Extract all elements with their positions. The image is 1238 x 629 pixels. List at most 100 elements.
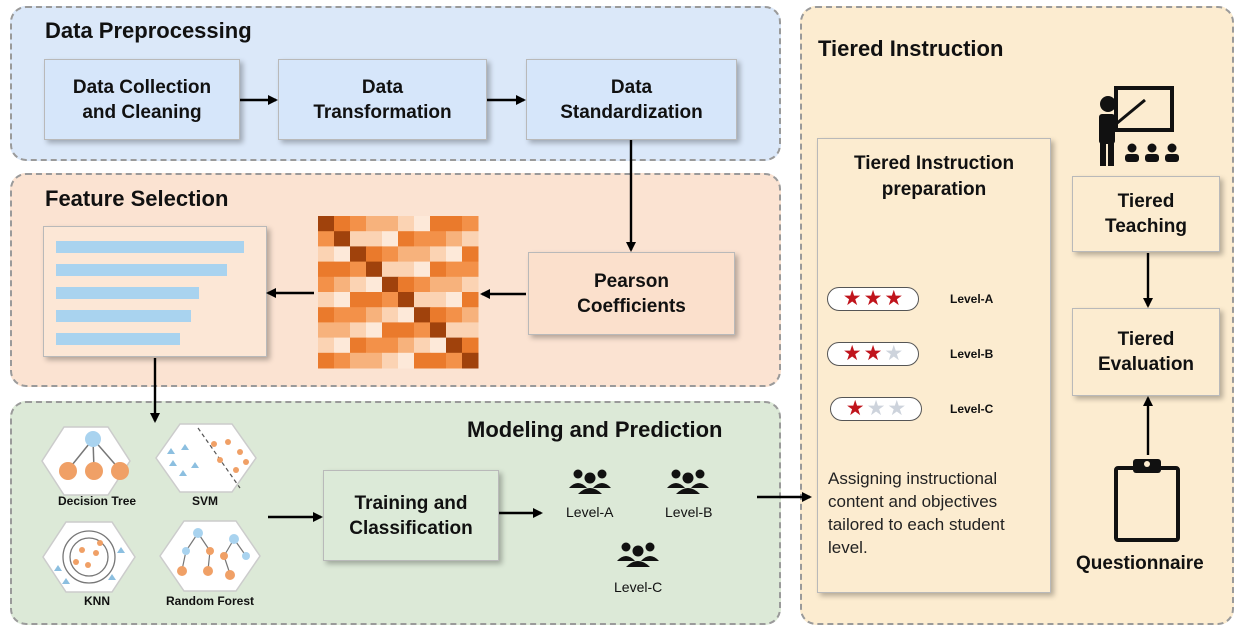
heatmap-cell <box>446 307 463 323</box>
data-collection-box: Data Collection and Cleaning <box>44 59 240 140</box>
heatmap-cell <box>430 276 447 293</box>
heatmap-cell <box>366 352 383 369</box>
heatmap-cell <box>350 322 367 339</box>
heatmap-cell <box>334 246 351 263</box>
heatmap-cell <box>366 276 383 293</box>
heatmap-cell <box>414 246 431 263</box>
heatmap-cell <box>382 337 399 354</box>
heatmap-cell <box>446 246 463 263</box>
teacher-board-icon <box>1099 86 1179 166</box>
heatmap-cell <box>414 352 431 369</box>
feature-selection-title: Feature Selection <box>45 186 229 211</box>
heatmap-cell <box>382 231 399 247</box>
heatmap-cell <box>318 276 335 293</box>
level-a-stars: ★★★ <box>827 287 919 311</box>
decision-tree-icon <box>41 426 131 496</box>
people-group-icon <box>569 469 611 494</box>
tiered-teaching-box: Tiered Teaching <box>1072 176 1220 252</box>
questionnaire-label: Questionnaire <box>1076 553 1204 574</box>
star-icon: ★ <box>842 287 862 310</box>
star-icon: ★ <box>884 287 904 310</box>
heatmap-cell <box>334 352 351 369</box>
feature-bar <box>56 264 227 276</box>
decision-tree-label: Decision Tree <box>58 494 137 508</box>
heatmap-cell <box>366 216 383 232</box>
heatmap-cell <box>398 216 415 232</box>
star-icon: ★ <box>863 342 883 365</box>
heatmap-cell <box>430 352 447 369</box>
heatmap-cell <box>382 307 399 323</box>
heatmap-cell <box>398 261 415 278</box>
heatmap-cell <box>334 292 351 308</box>
data-preprocessing-title: Data Preprocessing <box>45 18 252 43</box>
heatmap-cell <box>414 292 431 308</box>
heatmap-cell <box>350 307 367 323</box>
heatmap-cell <box>414 337 431 354</box>
heatmap-cell <box>350 352 367 369</box>
svm-label: SVM <box>192 494 219 508</box>
heatmap-cell <box>414 216 431 232</box>
heatmap-cell <box>382 352 399 369</box>
heatmap-cell <box>398 337 415 354</box>
heatmap-cell <box>318 292 335 308</box>
heatmap-cell <box>318 231 335 247</box>
star-icon: ★ <box>884 342 904 365</box>
heatmap-cell <box>334 337 351 354</box>
heatmap-cell <box>382 276 399 293</box>
random-forest-icon <box>159 520 261 592</box>
heatmap-cell <box>398 276 415 293</box>
modeling-title: Modeling and Prediction <box>467 417 723 442</box>
heatmap-cell <box>446 352 463 369</box>
heatmap-cell <box>366 261 383 278</box>
heatmap-cell <box>446 231 463 247</box>
heatmap-cell <box>430 292 447 308</box>
heatmap-cell <box>430 231 447 247</box>
heatmap-cell <box>334 216 351 232</box>
heatmap-cell <box>334 322 351 339</box>
heatmap-cell <box>430 216 447 232</box>
heatmap-cell <box>398 292 415 308</box>
heatmap-cell <box>462 307 479 323</box>
heatmap-cell <box>414 307 431 323</box>
feature-bar <box>56 241 244 253</box>
feature-importance-chart <box>43 226 267 357</box>
heatmap-cell <box>398 231 415 247</box>
tiered-instruction-title: Tiered Instruction <box>818 36 1004 61</box>
knn-label: KNN <box>84 594 110 608</box>
heatmap-cell <box>366 246 383 263</box>
level-a-label: Level-A <box>950 292 994 306</box>
level-b-stars: ★★★ <box>827 342 919 366</box>
heatmap-cell <box>398 246 415 263</box>
training-classification-box: Training and Classification <box>323 470 499 561</box>
heatmap-cell <box>462 337 479 354</box>
people-group-icon <box>617 542 659 567</box>
heatmap-cell <box>462 292 479 308</box>
heatmap-cell <box>318 337 335 354</box>
heatmap-cell <box>446 337 463 354</box>
feature-bar <box>56 310 191 322</box>
level-c-label: Level-C <box>950 402 994 416</box>
heatmap-cell <box>334 276 351 293</box>
heatmap-cell <box>462 322 479 339</box>
heatmap-cell <box>430 337 447 354</box>
student-group-c-label: Level-C <box>614 579 663 595</box>
heatmap-cell <box>462 352 479 369</box>
heatmap-cell <box>462 246 479 263</box>
heatmap-cell <box>414 322 431 339</box>
heatmap-cell <box>382 216 399 232</box>
heatmap-cell <box>366 292 383 308</box>
heatmap-cell <box>318 307 335 323</box>
heatmap-cell <box>350 292 367 308</box>
star-icon: ★ <box>863 287 883 310</box>
heatmap-cell <box>446 322 463 339</box>
heatmap-cell <box>334 231 351 247</box>
feature-bar <box>56 333 180 345</box>
heatmap-cell <box>366 337 383 354</box>
heatmap-cell <box>350 276 367 293</box>
student-group-a-label: Level-A <box>566 504 614 520</box>
heatmap-cell <box>462 261 479 278</box>
heatmap-cell <box>382 322 399 339</box>
heatmap-cell <box>350 216 367 232</box>
